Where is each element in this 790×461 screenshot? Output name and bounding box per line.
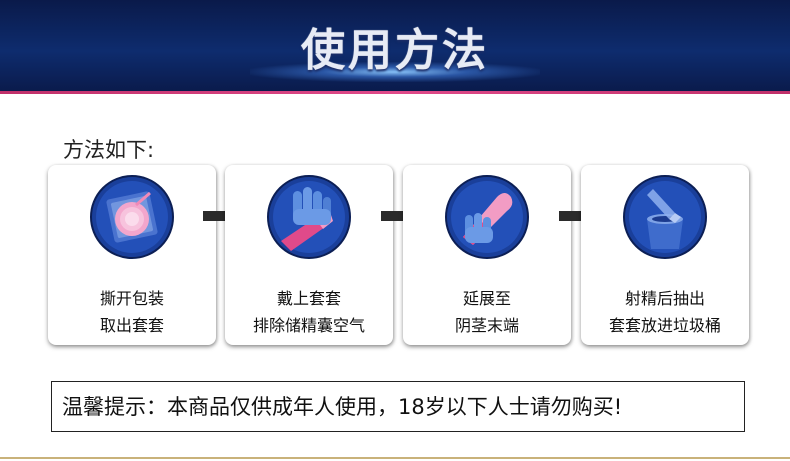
footer-divider — [0, 457, 790, 459]
step-2-line-1: 戴上套套 — [276, 289, 341, 308]
step-3-line-2: 阴茎末端 — [454, 316, 519, 335]
page-title: 使用方法 — [301, 25, 489, 76]
step-card-4: 射精后抽出 套套放进垃圾桶 — [581, 165, 749, 345]
header-divider — [0, 91, 790, 94]
step-4-line-2: 套套放进垃圾桶 — [608, 316, 721, 335]
warning-text: 温馨提示：本商品仅供成年人使用，18岁以下人士请勿购买! — [62, 395, 623, 419]
step-1-line-1: 撕开包装 — [99, 289, 164, 308]
step-2-line-2: 排除储精囊空气 — [252, 316, 365, 335]
hand-rolling-condom-icon — [445, 175, 529, 259]
header-banner: 使用方法 — [0, 0, 790, 93]
hand-putting-on-condom-icon — [267, 175, 351, 259]
opened-package-icon — [90, 175, 174, 259]
step-text-4: 射精后抽出 套套放进垃圾桶 — [581, 285, 749, 339]
step-text-1: 撕开包装 取出套套 — [48, 285, 216, 339]
step-1-line-2: 取出套套 — [99, 316, 164, 335]
method-label: 方法如下: — [63, 138, 155, 162]
warning-notice: 温馨提示：本商品仅供成年人使用，18岁以下人士请勿购买! — [51, 381, 745, 432]
step-card-1: 撕开包装 取出套套 — [48, 165, 216, 345]
step-3-line-1: 延展至 — [462, 289, 511, 308]
step-card-3: 延展至 阴茎末端 — [403, 165, 571, 345]
step-card-2: 戴上套套 排除储精囊空气 — [225, 165, 393, 345]
trash-bin-icon — [623, 175, 707, 259]
banner-glow — [250, 62, 540, 82]
step-4-line-1: 射精后抽出 — [624, 289, 705, 308]
step-text-3: 延展至 阴茎末端 — [403, 285, 571, 339]
step-text-2: 戴上套套 排除储精囊空气 — [225, 285, 393, 339]
